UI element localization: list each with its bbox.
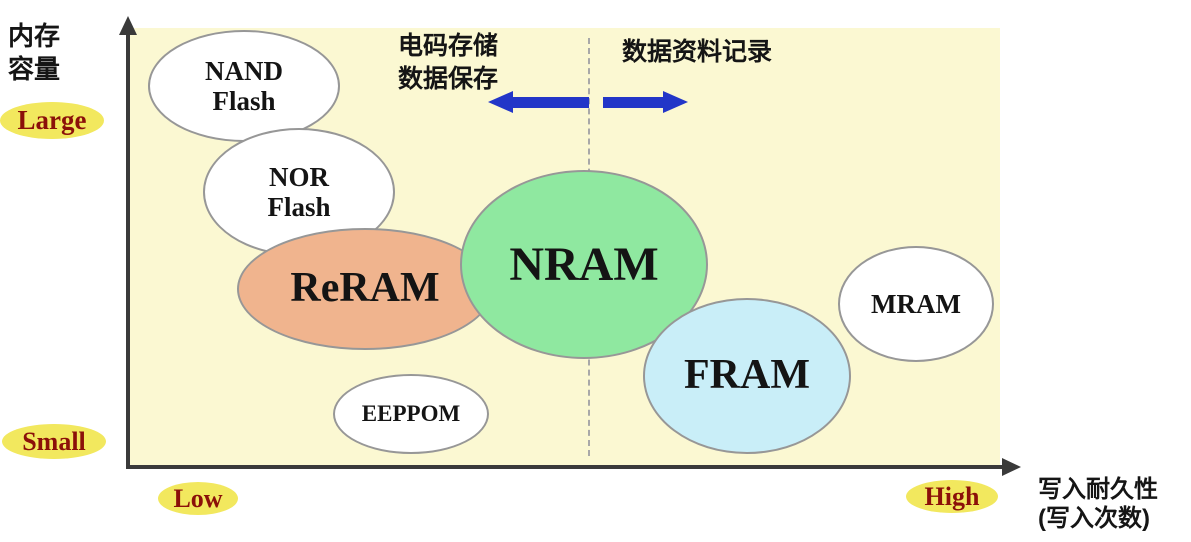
bubble-nand-flash: NAND Flash [148,30,340,142]
right-direction-arrowhead-icon [663,91,688,113]
y-axis-title-line2: 容量 [8,53,61,84]
x-axis-title: 写入耐久性 (写入次数) [1038,476,1158,534]
bubble-nor-flash-label-line2: Flash [267,192,331,222]
left-region-label: 电码存储 数据保存 [398,30,498,95]
badge-low: Low [158,482,238,515]
bubble-fram-label: FRAM [684,352,810,399]
bubble-mram-label: MRAM [871,288,961,319]
right-region-label: 数据资料记录 [622,38,773,66]
y-axis-arrow-icon [119,16,137,35]
bubble-fram: FRAM [643,298,851,454]
y-axis-title-line1: 内存 [8,21,61,51]
left-direction-arrowhead-icon [488,91,513,113]
bubble-eeppom: EEPPOM [333,374,489,454]
bubble-nram-label: NRAM [509,237,659,291]
bubble-reram: ReRAM [237,228,493,350]
bubble-nand-flash-label-line2: Flash [212,86,276,116]
bubble-reram-label: ReRAM [290,265,440,312]
badge-small: Small [2,424,106,459]
x-axis [126,465,1004,469]
right-direction-arrow-icon [603,97,663,108]
badge-large: Large [0,102,104,139]
y-axis [126,34,130,468]
bubble-nand-flash-label-line1: NAND [205,55,283,86]
badge-high: High [906,480,998,513]
x-axis-title-line1: 写入耐久性 [1038,476,1158,503]
left-direction-arrow-icon [513,97,589,108]
left-region-label-line1: 电码存储 [398,32,499,60]
x-axis-title-line2: (写入次数) [1038,504,1150,532]
left-region-label-line2: 数据保存 [398,64,499,93]
x-axis-arrow-icon [1002,458,1021,476]
bubble-eeppom-label: EEPPOM [361,401,461,427]
bubble-nor-flash-label-line1: NOR [269,161,329,192]
y-axis-title: 内存 容量 [8,20,60,85]
bubble-mram: MRAM [838,246,994,362]
